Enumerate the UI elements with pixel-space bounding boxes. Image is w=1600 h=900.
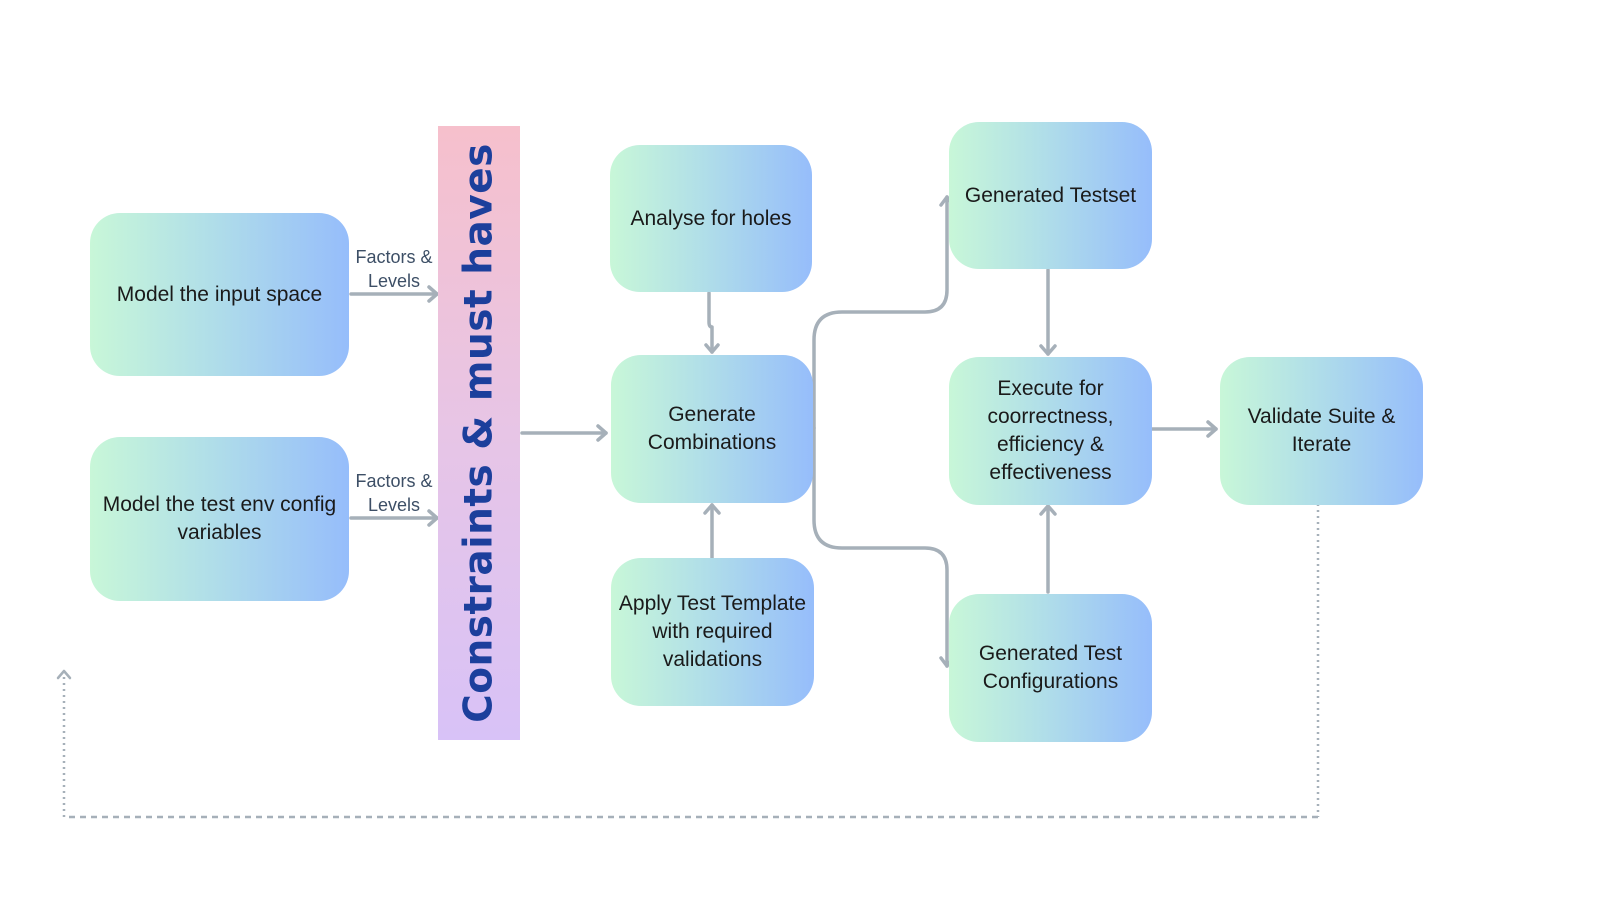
arrowhead-apply-to-generate (703, 503, 721, 515)
node-model-test-env-label: Model the test env config variables (102, 493, 337, 544)
arrowhead-testset-to-execute (1039, 344, 1057, 356)
node-generated-configs: Generated Test Configurations (949, 594, 1152, 742)
arrowhead-input-to-constraints (427, 285, 439, 303)
node-analyse-holes-label: Analyse for holes (630, 206, 792, 230)
edge-label-input-factors: Factors & Levels (355, 247, 433, 291)
node-generate-combinations: Generate Combinations (611, 355, 813, 503)
constraints-band-label: Constraints & must haves (456, 143, 502, 723)
node-model-input-space: Model the input space (90, 213, 349, 376)
node-generated-testset: Generated Testset (949, 122, 1152, 269)
node-validate-iterate: Validate Suite & Iterate (1220, 357, 1423, 505)
node-execute: Execute for coorrectness, efficiency & e… (949, 357, 1152, 505)
node-execute-label: Execute for coorrectness, efficiency & e… (987, 377, 1114, 484)
constraints-band: Constraints & must haves (438, 126, 520, 740)
node-model-test-env: Model the test env config variables (90, 437, 349, 601)
arrowhead-feedback (56, 669, 72, 680)
arrowhead-constraints-to-generate (596, 424, 608, 442)
edge-label-env-factors: Factors & Levels (355, 471, 433, 515)
edge-analyse-to-generate (707, 291, 714, 354)
edge-generate-to-configs (812, 426, 949, 668)
node-validate-iterate-label: Validate Suite & Iterate (1247, 405, 1396, 456)
arrowhead-env-to-constraints (427, 509, 439, 527)
arrowhead-configs-to-execute (1039, 504, 1057, 516)
node-generated-testset-label: Generated Testset (964, 183, 1137, 207)
node-generated-configs-label: Generated Test Configurations (978, 642, 1123, 693)
edge-generate-to-testset (812, 195, 949, 430)
node-analyse-holes: Analyse for holes (610, 145, 812, 292)
node-model-input-space-label: Model the input space (116, 282, 323, 306)
node-apply-template-label: Apply Test Template with required valida… (618, 592, 807, 671)
arrowhead-execute-to-validate (1206, 420, 1218, 438)
node-apply-template: Apply Test Template with required valida… (611, 558, 814, 706)
arrowhead-analyse-to-generate (704, 343, 720, 354)
node-generate-combinations-label: Generate Combinations (647, 403, 777, 454)
